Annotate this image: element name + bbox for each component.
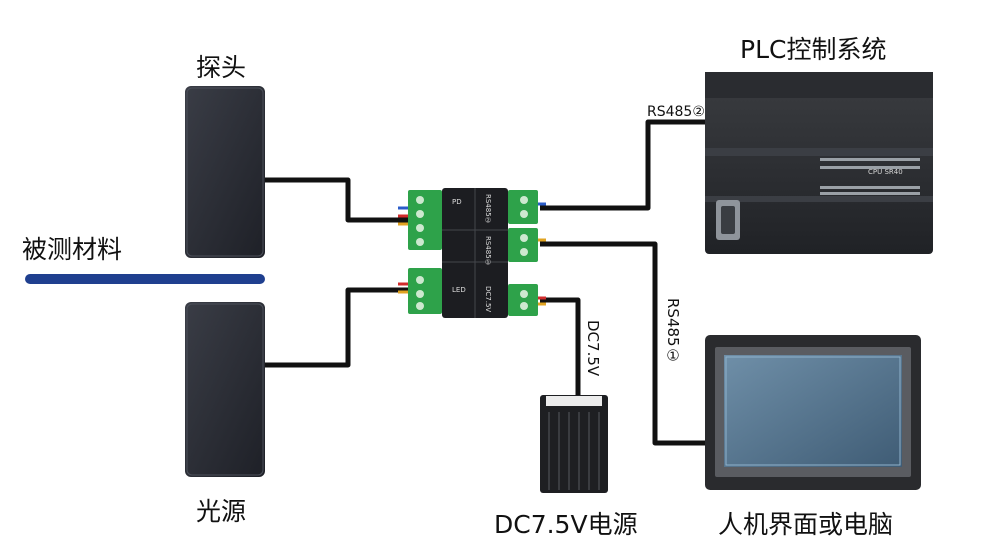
light-source-cable [265,287,410,368]
hmi-device [705,335,921,490]
module-led-label: LED [452,286,466,294]
plc-device [705,72,933,254]
dc-line-label: DC7.5V [584,320,602,377]
cables [265,119,705,446]
rs485-2-cable [540,119,705,211]
power-label: DC7.5V电源 [494,510,638,539]
light-source-label: 光源 [196,497,247,526]
rs485-2-label: RS485② [647,104,705,120]
probe-label: 探头 [196,53,247,82]
module-pd-label: PD [452,198,462,206]
rs485-1-label: RS485① [664,298,682,365]
controller-module [398,188,546,318]
module-rs485-1-label: RS485① [484,236,492,267]
plc-model-label: CPU SR40 [868,168,903,176]
power-supply [540,395,608,493]
module-power-label: DC7.5V [484,286,492,313]
probe-sensor [185,86,265,258]
hmi-label: 人机界面或电脑 [718,510,894,539]
plc-label: PLC控制系统 [740,35,887,64]
rs485-1-cable [540,241,705,446]
light-source-sensor [185,302,265,477]
material-label: 被测材料 [22,235,123,264]
probe-cable [265,177,410,223]
module-rs485-2-label: RS485② [484,194,492,225]
dc-power-cable [540,297,581,395]
